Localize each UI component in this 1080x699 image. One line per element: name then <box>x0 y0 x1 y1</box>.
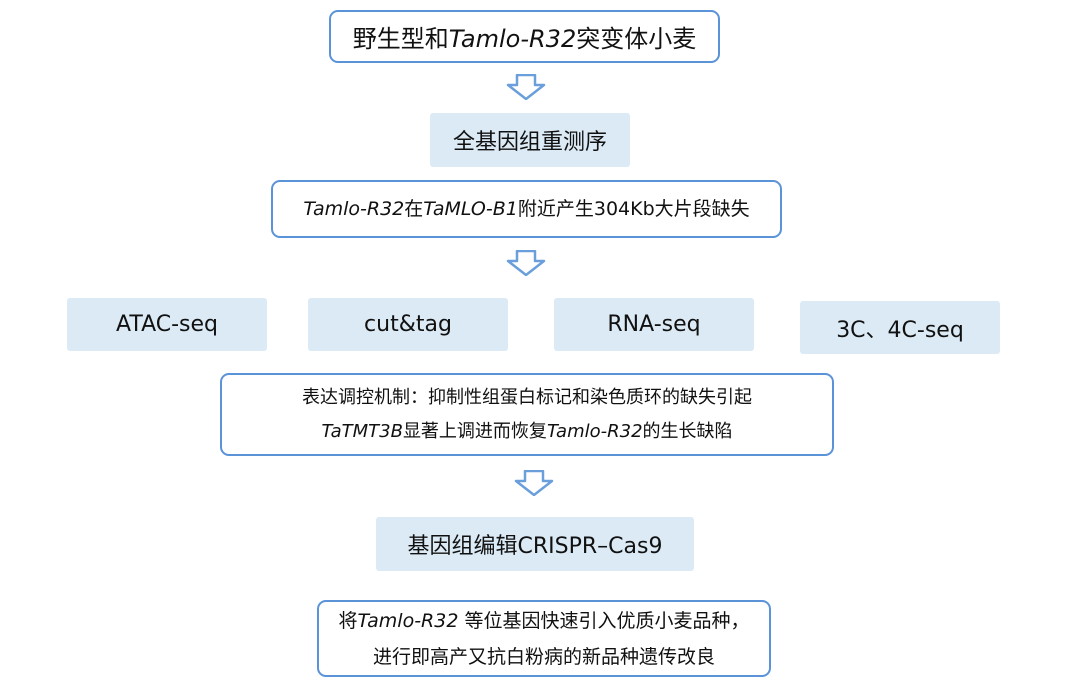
gene-name: Tamlo-R32 <box>357 609 459 632</box>
gene-name: Tamlo-R32 <box>546 420 643 442</box>
flow-arrow-3 <box>514 470 554 496</box>
step-wild-type-and-mutant: 野生型和Tamlo-R32突变体小麦 <box>329 10 720 63</box>
step-deletion-suffix: 附近产生304Kb大片段缺失 <box>517 198 750 220</box>
flow-arrow-2 <box>506 250 546 276</box>
step-breeding-suffix: 等位基因快速引入优质小麦品种， <box>458 609 750 632</box>
step-deletion-connector: 在 <box>404 198 424 220</box>
step-wild-type-text: 野生型和Tamlo-R32突变体小麦 <box>353 19 696 54</box>
step-genome-editing: 基因组编辑CRISPR–Cas9 <box>376 517 694 571</box>
step-regulation-line1: 表达调控机制：抑制性组蛋白标记和染色质环的缺失引起 <box>302 386 752 408</box>
step-regulation-line2: TaTMT3B显著上调进而恢复Tamlo-R32的生长缺陷 <box>321 415 732 449</box>
gene-name: TaTMT3B <box>321 420 403 442</box>
step-genome-editing-label: 基因组编辑CRISPR–Cas9 <box>407 534 663 559</box>
step-breeding-line2: 进行即高产又抗白粉病的新品种遗传改良 <box>372 645 715 668</box>
step-regulation-mechanism: 表达调控机制：抑制性组蛋白标记和染色质环的缺失引起 TaTMT3B显著上调进而恢… <box>220 373 834 456</box>
step-wild-type-suffix: 突变体小麦 <box>576 25 697 53</box>
method-cut-and-tag: cut&tag <box>308 298 508 351</box>
step-genome-resequencing-label: 全基因组重测序 <box>452 130 607 155</box>
method-label: 3C、4C-seq <box>836 317 964 343</box>
step-wild-type-prefix: 野生型和 <box>352 25 449 53</box>
gene-name: Tamlo-R32 <box>448 25 577 53</box>
flow-arrow-1 <box>506 74 546 100</box>
gene-name: Tamlo-R32 <box>303 198 405 220</box>
method-label: cut&tag <box>364 312 452 337</box>
step-deletion-text: Tamlo-R32在TaMLO-B1附近产生304Kb大片段缺失 <box>303 191 749 227</box>
step-regulation-connector: 显著上调进而恢复 <box>402 420 547 442</box>
step-genome-resequencing: 全基因组重测序 <box>430 113 630 167</box>
step-breeding-application: 将Tamlo-R32 等位基因快速引入优质小麦品种， 进行即高产又抗白粉病的新品… <box>317 600 771 677</box>
gene-name: TaMLO-B1 <box>423 198 518 220</box>
method-atac-seq: ATAC-seq <box>67 298 267 351</box>
step-regulation-suffix: 的生长缺陷 <box>642 420 733 442</box>
step-breeding-line1: 将Tamlo-R32 等位基因快速引入优质小麦品种， <box>339 603 750 639</box>
method-label: RNA-seq <box>607 312 701 337</box>
step-deletion-finding: Tamlo-R32在TaMLO-B1附近产生304Kb大片段缺失 <box>271 180 782 238</box>
method-rna-seq: RNA-seq <box>554 298 754 351</box>
step-breeding-prefix: 将 <box>338 609 358 632</box>
method-3c-4c-seq: 3C、4C-seq <box>800 301 1000 354</box>
method-label: ATAC-seq <box>116 312 218 337</box>
